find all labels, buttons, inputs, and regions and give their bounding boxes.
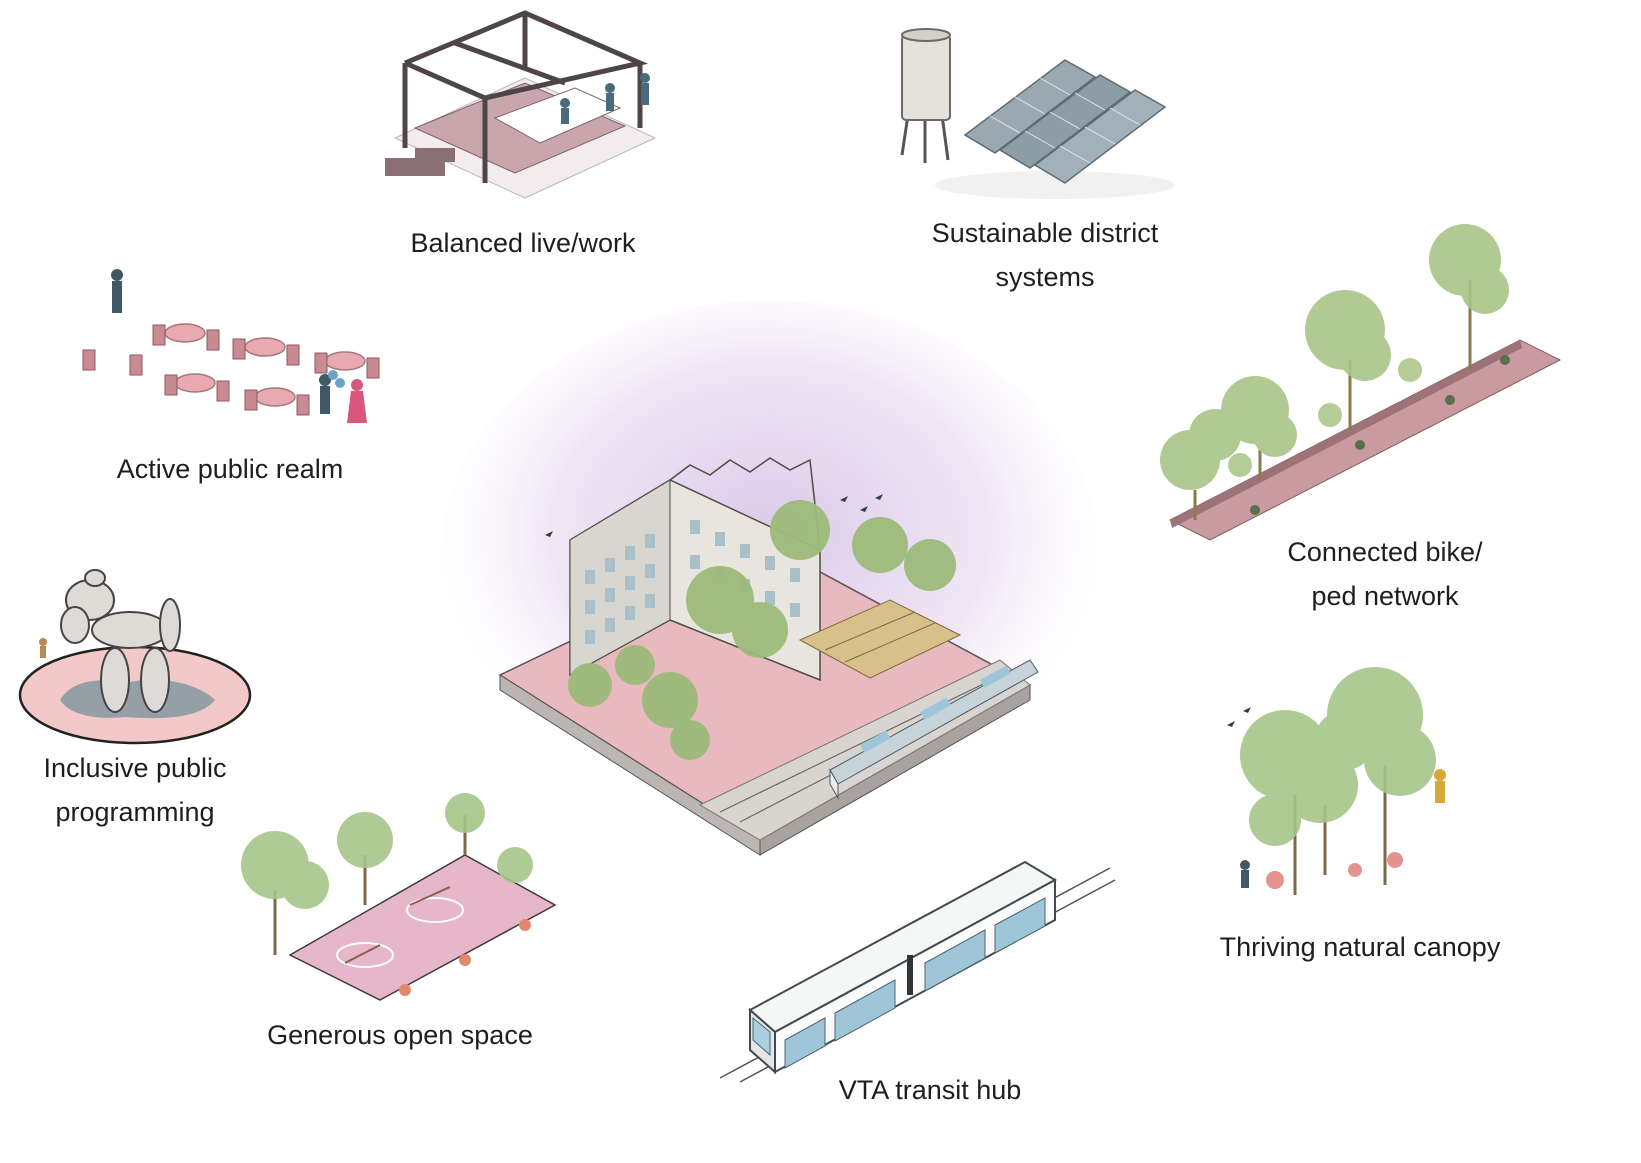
sustainable-systems-text-line2: systems [995,262,1095,292]
balanced-live-work-label: Balanced live/work [370,221,676,265]
bike-ped-network-label: Connected bike/ ped network [1230,530,1540,618]
inclusive-programming-illustration [15,569,255,750]
vta-transit-label: VTA transit hub [780,1068,1080,1112]
inclusive-programming-label: Inclusive public programming [15,746,255,834]
bike-ped-network-text-line2: ped network [1311,581,1459,611]
vta-transit-text: VTA transit hub [838,1075,1022,1105]
active-public-realm-illustration [75,255,405,455]
open-space-illustration [235,793,565,1005]
inclusive-programming-text-line2: programming [55,797,215,827]
balanced-live-work-illustration [375,8,675,213]
sustainable-systems-label: Sustainable district systems [890,211,1200,299]
bike-ped-network-text-line1: Connected bike/ [1287,537,1483,567]
bike-ped-network-illustration [1150,220,1570,541]
vta-transit-illustration [715,850,1120,1085]
active-public-realm-label: Active public realm [90,447,370,491]
natural-canopy-label: Thriving natural canopy [1195,925,1525,969]
open-space-label: Generous open space [250,1013,550,1057]
balanced-live-work-text: Balanced live/work [410,228,636,258]
sustainable-systems-illustration [890,15,1190,205]
natural-canopy-text: Thriving natural canopy [1219,932,1501,962]
sustainable-systems-text-line1: Sustainable district [931,218,1159,248]
open-space-text: Generous open space [267,1020,533,1050]
natural-canopy-illustration [1215,645,1505,915]
active-public-realm-text: Active public realm [116,454,344,484]
central-district-illustration [440,300,1100,870]
inclusive-programming-text-line1: Inclusive public [43,753,227,783]
